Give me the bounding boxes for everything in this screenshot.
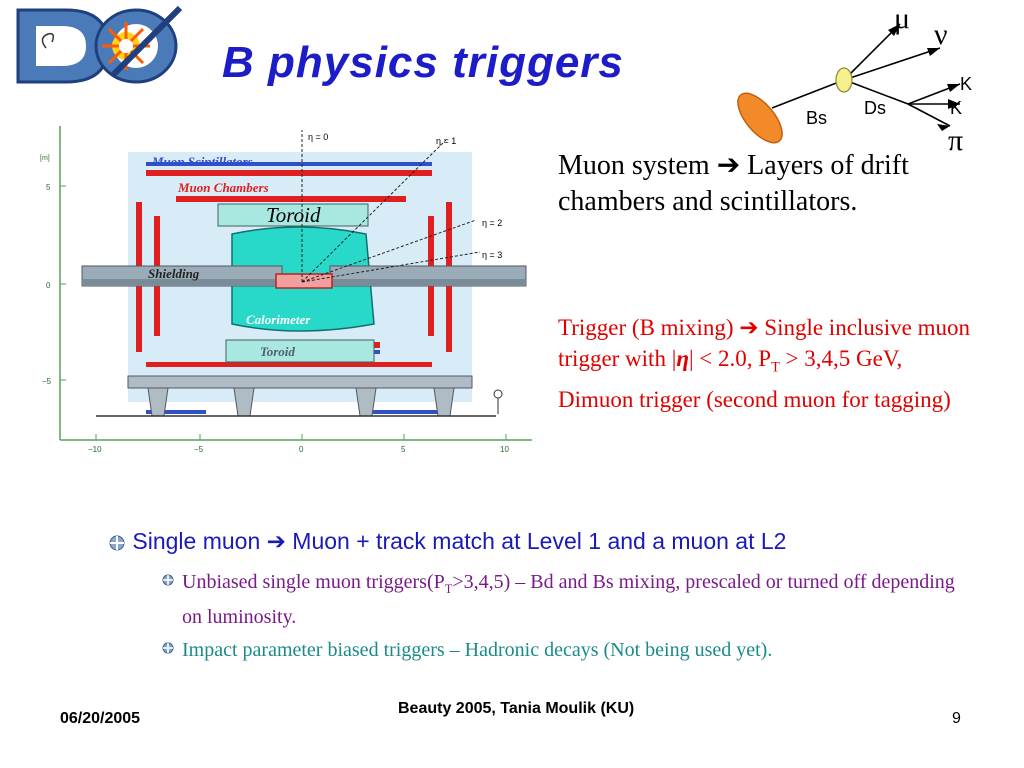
bullet-text: Single muon (132, 528, 267, 554)
footer-date: 06/20/2005 (60, 710, 141, 727)
unit-label: [m] (40, 155, 50, 162)
pi-label: π (948, 124, 963, 157)
arrow-icon: ➔ (739, 315, 759, 340)
eta0-label: η = 0 (308, 132, 328, 142)
trigger-part: | < 2.0, P (688, 346, 772, 371)
arrow-icon: ➔ (266, 528, 286, 554)
eta1-label: η = 1 (436, 136, 456, 146)
muon-chambers-label: Muon Chambers (177, 180, 269, 195)
detector-diagram: [m] 5 0 −5 −10 −5 0 5 10 η = 0 η = 1 (40, 126, 532, 454)
x-tick: −10 (88, 445, 102, 454)
sub-bullet-text: Unbiased single muon triggers(P (182, 571, 445, 593)
muon-system-pre: Muon system (558, 150, 717, 181)
bullet-icon (109, 535, 125, 551)
pt-subscript: T (771, 359, 780, 376)
k1-label: K (960, 74, 972, 94)
muon-system-post: Layers of drift chambers and scintillato… (558, 150, 909, 217)
y-tick: 5 (46, 183, 51, 192)
pt-subscript: T (444, 582, 453, 596)
trigger-text: Trigger (B mixing) ➔ Single inclusive mu… (558, 312, 998, 415)
footer-title: Beauty 2005, Tania Moulik (KU) (398, 700, 635, 717)
toroid-top-label: Toroid (266, 203, 321, 227)
y-tick: −5 (42, 377, 52, 386)
arrow-icon: ➔ (716, 150, 741, 181)
toroid-bottom-label: Toroid (260, 344, 295, 359)
page-number: 9 (952, 710, 961, 727)
trigger-part: > 3,4,5 GeV, (779, 346, 903, 371)
x-tick: 5 (401, 445, 406, 454)
eta3-label: η = 3 (482, 250, 502, 260)
muon-scintillators-label: Muon Scintillators (151, 154, 253, 169)
k2-label: K (950, 98, 962, 118)
y-tick: 0 (46, 281, 51, 290)
x-tick: 0 (299, 445, 304, 454)
sub-bullet-unbiased: Unbiased single muon triggers(PT>3,4,5) … (182, 568, 972, 631)
x-tick: −5 (194, 445, 204, 454)
bs-label: Bs (806, 108, 827, 128)
d0-logo (16, 5, 183, 84)
calorimeter-label: Calorimeter (246, 312, 311, 327)
eta2-label: η = 2 (482, 218, 502, 228)
sub-bullet-text: >3,4,5) – Bd and Bs mixing, prescaled or… (182, 571, 955, 628)
sub-bullet-icon (162, 574, 174, 586)
sub-bullet-impact-parameter: Impact parameter biased triggers – Hadro… (182, 639, 773, 661)
ds-label: Ds (864, 98, 886, 118)
x-tick: 10 (500, 445, 509, 454)
bullet-text: Muon + track match at Level 1 and a muon… (285, 528, 787, 554)
nu-label: ν (934, 18, 948, 51)
trigger-part: Trigger (B mixing) (558, 315, 740, 340)
shielding-label: Shielding (148, 266, 200, 281)
dimuon-trigger-text: Dimuon trigger (second muon for tagging) (558, 386, 951, 412)
mu-label: μ (894, 2, 910, 35)
page-title: B physics triggers (222, 38, 624, 87)
trigger-part: Single inclusive muon trigger with | (558, 315, 970, 371)
sub-bullet-icon (162, 642, 174, 654)
bullet-single-muon: Single muon ➔ Muon + track match at Leve… (108, 528, 786, 555)
decay-diagram: Bs Ds μ ν K K π (737, 2, 972, 157)
muon-system-text: Muon system ➔ Layers of drift chambers a… (558, 148, 998, 220)
eta-symbol: η (676, 346, 689, 371)
